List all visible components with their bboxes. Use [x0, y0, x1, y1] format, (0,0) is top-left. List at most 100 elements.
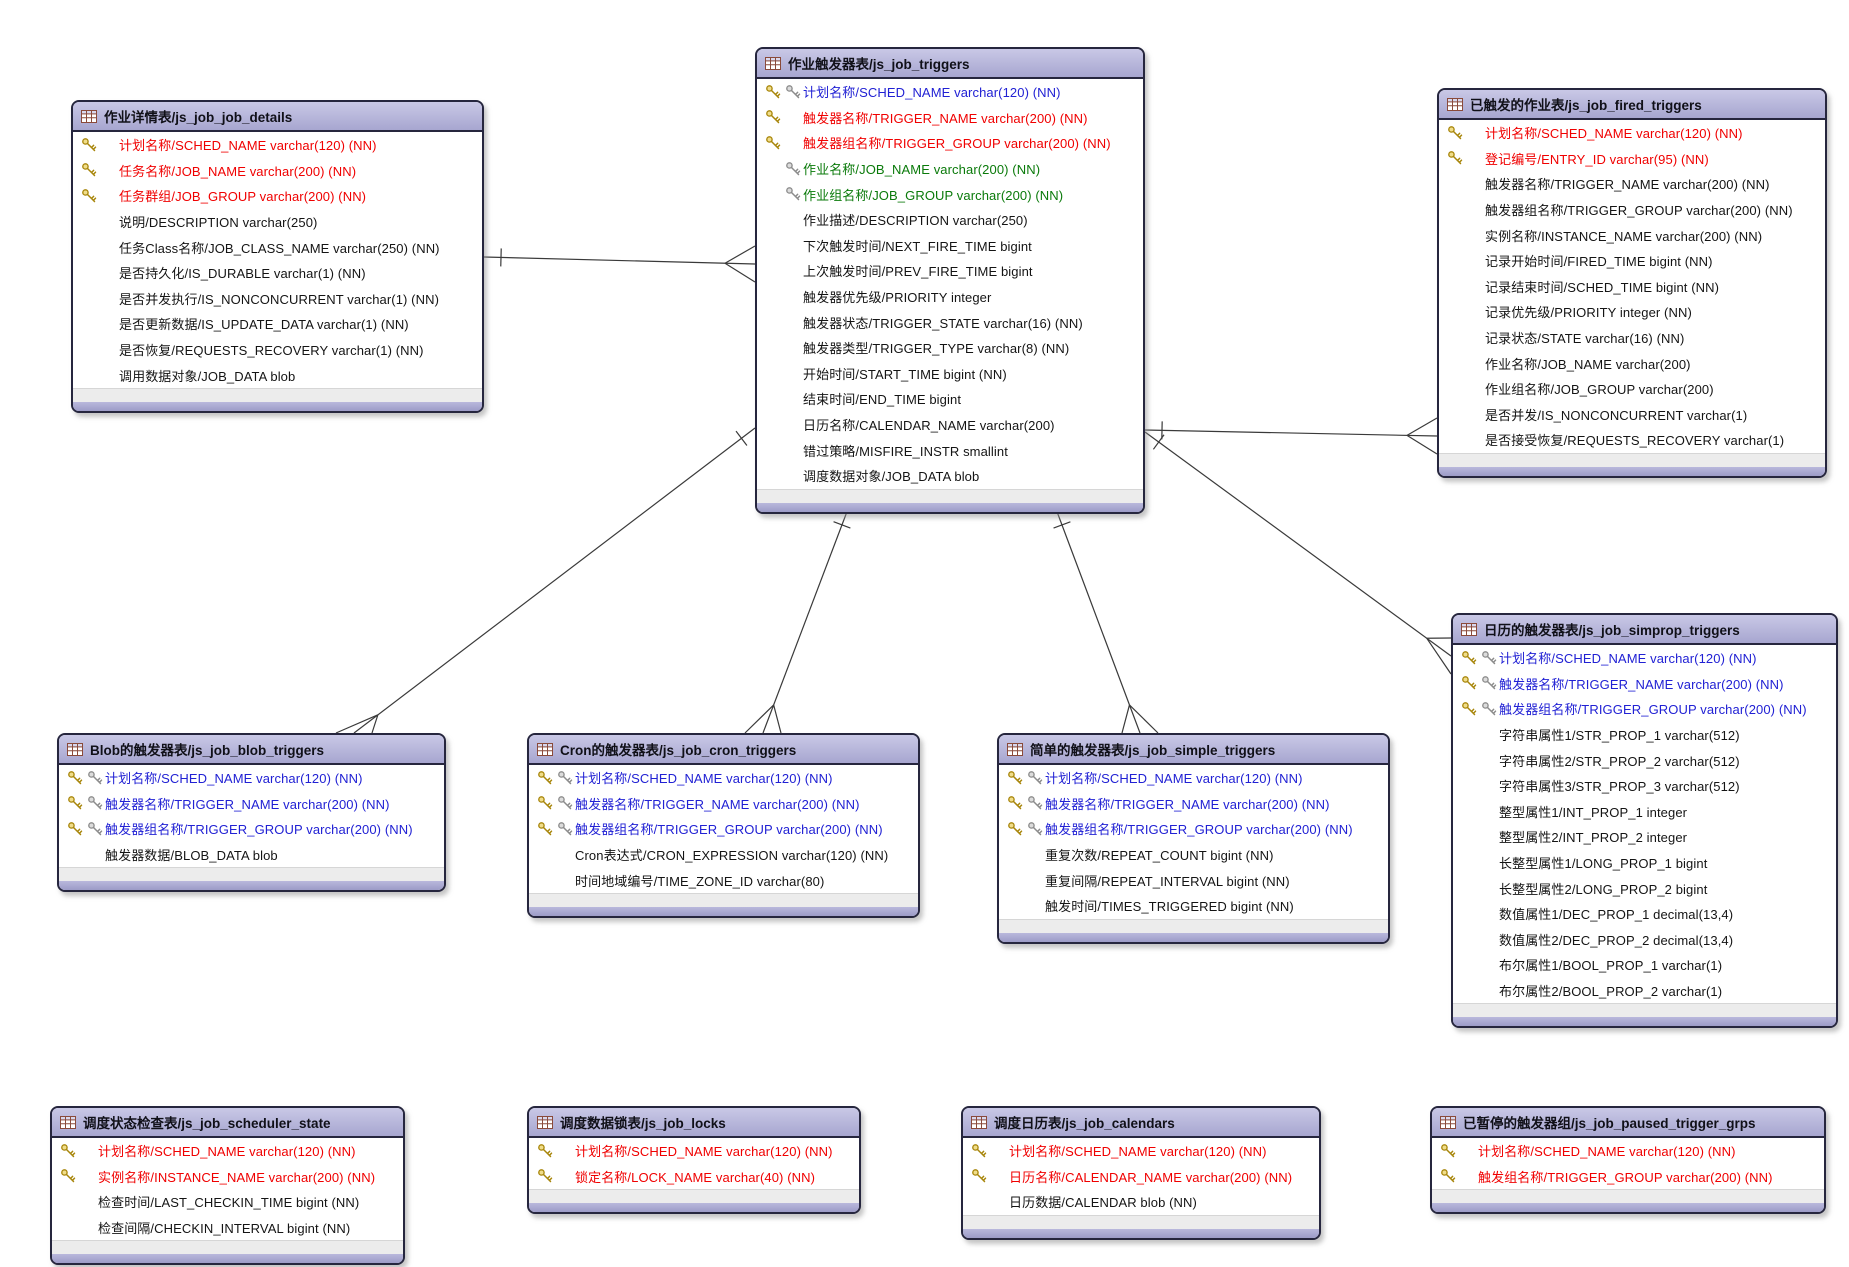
field-row[interactable]: 计划名称/SCHED_NAME varchar(120) (NN)	[757, 79, 1143, 105]
field-row[interactable]: 触发器组名称/TRIGGER_GROUP varchar(200) (NN)	[999, 816, 1388, 842]
field-row[interactable]: 触发器名称/TRIGGER_NAME varchar(200) (NN)	[529, 791, 918, 817]
field-row[interactable]: 记录优先级/PRIORITY integer (NN)	[1439, 299, 1825, 325]
table-header-paused_trigger_grps[interactable]: 已暂停的触发器组/js_job_paused_trigger_grps	[1432, 1108, 1824, 1138]
table-header-blob_triggers[interactable]: Blob的触发器表/js_job_blob_triggers	[59, 735, 444, 765]
field-row[interactable]: 作业组名称/JOB_GROUP varchar(200)	[1439, 376, 1825, 402]
field-row[interactable]: 是否持久化/IS_DURABLE varchar(1) (NN)	[73, 260, 482, 286]
table-header-locks[interactable]: 调度数据锁表/js_job_locks	[529, 1108, 859, 1138]
field-row[interactable]: 日历名称/CALENDAR_NAME varchar(200)	[757, 412, 1143, 438]
field-row[interactable]: 记录结束时间/SCHED_TIME bigint (NN)	[1439, 274, 1825, 300]
field-row[interactable]: 说明/DESCRIPTION varchar(250)	[73, 209, 482, 235]
field-row[interactable]: 计划名称/SCHED_NAME varchar(120) (NN)	[529, 765, 918, 791]
field-row[interactable]: 下次触发时间/NEXT_FIRE_TIME bigint	[757, 233, 1143, 259]
field-row[interactable]: 任务名称/JOB_NAME varchar(200) (NN)	[73, 158, 482, 184]
field-row[interactable]: 是否接受恢复/REQUESTS_RECOVERY varchar(1)	[1439, 427, 1825, 453]
field-row[interactable]: 记录开始时间/FIRED_TIME bigint (NN)	[1439, 248, 1825, 274]
field-row[interactable]: 开始时间/START_TIME bigint (NN)	[757, 361, 1143, 387]
field-row[interactable]: 触发器状态/TRIGGER_STATE varchar(16) (NN)	[757, 309, 1143, 335]
field-row[interactable]: 字符串属性3/STR_PROP_3 varchar(512)	[1453, 773, 1836, 799]
field-row[interactable]: 长整型属性2/LONG_PROP_2 bigint	[1453, 875, 1836, 901]
field-row[interactable]: 是否更新数据/IS_UPDATE_DATA varchar(1) (NN)	[73, 311, 482, 337]
table-header-triggers[interactable]: 作业触发器表/js_job_triggers	[757, 49, 1143, 79]
field-row[interactable]: 布尔属性1/BOOL_PROP_1 varchar(1)	[1453, 952, 1836, 978]
field-row[interactable]: 重复间隔/REPEAT_INTERVAL bigint (NN)	[999, 867, 1388, 893]
table-header-simple_triggers[interactable]: 简单的触发器表/js_job_simple_triggers	[999, 735, 1388, 765]
table-header-calendars[interactable]: 调度日历表/js_job_calendars	[963, 1108, 1319, 1138]
field-row[interactable]: 数值属性1/DEC_PROP_1 decimal(13,4)	[1453, 901, 1836, 927]
field-row[interactable]: 整型属性1/INT_PROP_1 integer	[1453, 799, 1836, 825]
field-row[interactable]: 作业组名称/JOB_GROUP varchar(200) (NN)	[757, 181, 1143, 207]
field-row[interactable]: 实例名称/INSTANCE_NAME varchar(200) (NN)	[1439, 222, 1825, 248]
field-row[interactable]: 触发器组名称/TRIGGER_GROUP varchar(200) (NN)	[59, 816, 444, 842]
field-row[interactable]: 触发器名称/TRIGGER_NAME varchar(200) (NN)	[757, 105, 1143, 131]
field-row[interactable]: 触发器名称/TRIGGER_NAME varchar(200) (NN)	[1439, 171, 1825, 197]
field-row[interactable]: 时间地域编号/TIME_ZONE_ID varchar(80)	[529, 867, 918, 893]
field-row[interactable]: 字符串属性1/STR_PROP_1 varchar(512)	[1453, 722, 1836, 748]
field-row[interactable]: 计划名称/SCHED_NAME varchar(120) (NN)	[529, 1138, 859, 1164]
table-header-simprop_triggers[interactable]: 日历的触发器表/js_job_simprop_triggers	[1453, 615, 1836, 645]
field-row[interactable]: 作业名称/JOB_NAME varchar(200)	[1439, 350, 1825, 376]
field-row[interactable]: 整型属性2/INT_PROP_2 integer	[1453, 824, 1836, 850]
field-row[interactable]: 是否并发执行/IS_NONCONCURRENT varchar(1) (NN)	[73, 286, 482, 312]
field-row[interactable]: 实例名称/INSTANCE_NAME varchar(200) (NN)	[52, 1164, 403, 1190]
field-row[interactable]: 触发器数据/BLOB_DATA blob	[59, 842, 444, 868]
field-row[interactable]: 任务Class名称/JOB_CLASS_NAME varchar(250) (N…	[73, 234, 482, 260]
field-row[interactable]: 作业名称/JOB_NAME varchar(200) (NN)	[757, 156, 1143, 182]
field-row[interactable]: 是否恢复/REQUESTS_RECOVERY varchar(1) (NN)	[73, 337, 482, 363]
field-row[interactable]: 布尔属性2/BOOL_PROP_2 varchar(1)	[1453, 978, 1836, 1004]
field-row[interactable]: 计划名称/SCHED_NAME varchar(120) (NN)	[1453, 645, 1836, 671]
field-row[interactable]: 触发器组名称/TRIGGER_GROUP varchar(200) (NN)	[757, 130, 1143, 156]
field-row[interactable]: 上次触发时间/PREV_FIRE_TIME bigint	[757, 258, 1143, 284]
field-row[interactable]: 长整型属性1/LONG_PROP_1 bigint	[1453, 850, 1836, 876]
field-row[interactable]: 检查间隔/CHECKIN_INTERVAL bigint (NN)	[52, 1215, 403, 1241]
field-row[interactable]: 日历数据/CALENDAR blob (NN)	[963, 1189, 1319, 1215]
field-row[interactable]: 是否并发/IS_NONCONCURRENT varchar(1)	[1439, 402, 1825, 428]
field-row[interactable]: 触发器名称/TRIGGER_NAME varchar(200) (NN)	[999, 791, 1388, 817]
field-row[interactable]: Cron表达式/CRON_EXPRESSION varchar(120) (NN…	[529, 842, 918, 868]
field-row[interactable]: 触发器组名称/TRIGGER_GROUP varchar(200) (NN)	[529, 816, 918, 842]
field-row[interactable]: 触发器名称/TRIGGER_NAME varchar(200) (NN)	[59, 791, 444, 817]
field-row[interactable]: 登记编号/ENTRY_ID varchar(95) (NN)	[1439, 146, 1825, 172]
field-row[interactable]: 数值属性2/DEC_PROP_2 decimal(13,4)	[1453, 927, 1836, 953]
field-row[interactable]: 计划名称/SCHED_NAME varchar(120) (NN)	[1439, 120, 1825, 146]
field-row[interactable]: 触发器类型/TRIGGER_TYPE varchar(8) (NN)	[757, 335, 1143, 361]
table-header-scheduler_state[interactable]: 调度状态检查表/js_job_scheduler_state	[52, 1108, 403, 1138]
field-row[interactable]: 触发组名称/TRIGGER_GROUP varchar(200) (NN)	[1432, 1164, 1824, 1190]
table-header-job_details[interactable]: 作业详情表/js_job_job_details	[73, 102, 482, 132]
field-row[interactable]: 计划名称/SCHED_NAME varchar(120) (NN)	[963, 1138, 1319, 1164]
field-row[interactable]: 重复次数/REPEAT_COUNT bigint (NN)	[999, 842, 1388, 868]
field-row[interactable]: 计划名称/SCHED_NAME varchar(120) (NN)	[999, 765, 1388, 791]
field-row[interactable]: 记录状态/STATE varchar(16) (NN)	[1439, 325, 1825, 351]
field-row[interactable]: 调用数据对象/JOB_DATA blob	[73, 362, 482, 388]
field-row[interactable]: 触发器优先级/PRIORITY integer	[757, 284, 1143, 310]
field-row[interactable]: 计划名称/SCHED_NAME varchar(120) (NN)	[1432, 1138, 1824, 1164]
field-row[interactable]: 锁定名称/LOCK_NAME varchar(40) (NN)	[529, 1164, 859, 1190]
table-header-fired_triggers[interactable]: 已触发的作业表/js_job_fired_triggers	[1439, 90, 1825, 120]
field-row[interactable]: 计划名称/SCHED_NAME varchar(120) (NN)	[59, 765, 444, 791]
field-row[interactable]: 计划名称/SCHED_NAME varchar(120) (NN)	[52, 1138, 403, 1164]
field-row[interactable]: 日历名称/CALENDAR_NAME varchar(200) (NN)	[963, 1164, 1319, 1190]
field-row[interactable]: 字符串属性2/STR_PROP_2 varchar(512)	[1453, 747, 1836, 773]
field-row[interactable]: 触发器名称/TRIGGER_NAME varchar(200) (NN)	[1453, 671, 1836, 697]
field-row[interactable]: 错过策略/MISFIRE_INSTR smallint	[757, 437, 1143, 463]
field-row[interactable]: 调度数据对象/JOB_DATA blob	[757, 463, 1143, 489]
field-row[interactable]: 触发器组名称/TRIGGER_GROUP varchar(200) (NN)	[1453, 696, 1836, 722]
field-row[interactable]: 计划名称/SCHED_NAME varchar(120) (NN)	[73, 132, 482, 158]
field-row[interactable]: 触发时间/TIMES_TRIGGERED bigint (NN)	[999, 893, 1388, 919]
field-row[interactable]: 检查时间/LAST_CHECKIN_TIME bigint (NN)	[52, 1189, 403, 1215]
field-row[interactable]: 触发器组名称/TRIGGER_GROUP varchar(200) (NN)	[1439, 197, 1825, 223]
field-row[interactable]: 作业描述/DESCRIPTION varchar(250)	[757, 207, 1143, 233]
field-row[interactable]: 任务群组/JOB_GROUP varchar(200) (NN)	[73, 183, 482, 209]
field-row[interactable]: 结束时间/END_TIME bigint	[757, 386, 1143, 412]
